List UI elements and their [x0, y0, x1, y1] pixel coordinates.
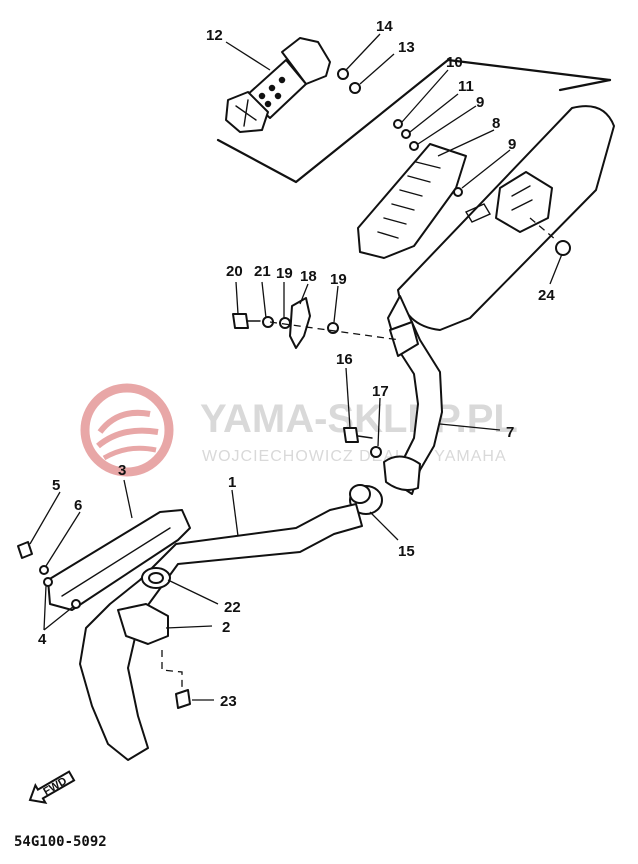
nut-14: [337, 68, 349, 80]
nut-24: [555, 240, 571, 256]
muffler: [383, 105, 615, 495]
watermark-title: YAMA-SKLEP.PL: [200, 397, 518, 441]
label-18: 18: [300, 268, 317, 285]
label-12: 12: [206, 27, 223, 44]
nut-24-assembly-line: [529, 217, 557, 241]
watermark: YAMA-SKLEP.PL WOJCIECHOWICZ DEALER YAMAH…: [80, 383, 518, 477]
exhaust-pipe: [79, 503, 363, 761]
label-13: 13: [398, 39, 415, 56]
label-24: 24: [538, 287, 555, 304]
collar-19-right: [327, 322, 339, 334]
clip-4-upper: [43, 577, 53, 587]
label-1: 1: [228, 474, 236, 491]
washer-13: [349, 82, 361, 94]
fwd-label: FWD: [41, 775, 69, 798]
label-5: 5: [52, 477, 60, 494]
label-15: 15: [398, 543, 415, 560]
gasket-22: [141, 567, 171, 589]
label-23: 23: [220, 693, 237, 710]
label-3: 3: [118, 462, 126, 479]
diagram-code: 54G100-5092: [14, 834, 107, 850]
forward-arrow-icon: FWD: [28, 770, 76, 805]
washer-17: [370, 446, 382, 458]
bracket-assembly-line: [269, 321, 401, 341]
label-4: 4: [38, 631, 47, 648]
label-8: 8: [492, 115, 500, 132]
washer-9-upper: [409, 141, 419, 151]
watermark-subtitle: WOJCIECHOWICZ DEALER YAMAHA: [202, 448, 507, 465]
pipe-protector: [47, 509, 191, 611]
collar-19-left: [279, 317, 291, 329]
spark-arrester: [225, 37, 331, 133]
label-19-right: 19: [330, 271, 347, 288]
washer-9-right: [453, 187, 463, 197]
bolt-16: [343, 427, 373, 443]
heat-protector: [357, 143, 467, 259]
leader-lines: [29, 33, 563, 701]
bolt-10: [393, 119, 403, 129]
bolt-23: [175, 689, 191, 709]
washer-6: [39, 565, 49, 575]
label-17: 17: [372, 383, 389, 400]
screw-5: [17, 541, 33, 559]
damper-18: [289, 297, 311, 349]
label-22: 22: [224, 599, 241, 616]
label-11: 11: [458, 78, 474, 95]
washer-11: [401, 129, 411, 139]
label-14: 14: [376, 18, 393, 35]
spark-arrester-group-frame: [216, 58, 612, 184]
gasket-15: [349, 484, 383, 515]
label-6: 6: [74, 497, 82, 514]
label-10: 10: [446, 54, 463, 71]
watermark-logo: [80, 383, 174, 477]
bolt-20: [232, 313, 261, 329]
label-7: 7: [506, 424, 514, 441]
label-2: 2: [222, 619, 230, 636]
label-9-upper: 9: [476, 94, 484, 111]
label-9-right: 9: [508, 136, 516, 153]
label-19-left: 19: [276, 265, 293, 282]
label-16: 16: [336, 351, 353, 368]
label-20: 20: [226, 263, 243, 280]
part-labels: 12 14 13 10 11 9 8 9 20 21 19 18 19 16 1…: [38, 18, 555, 710]
bolt-23-guide: [161, 650, 183, 690]
label-21: 21: [254, 263, 271, 280]
muffler-group-frame: [558, 78, 612, 92]
